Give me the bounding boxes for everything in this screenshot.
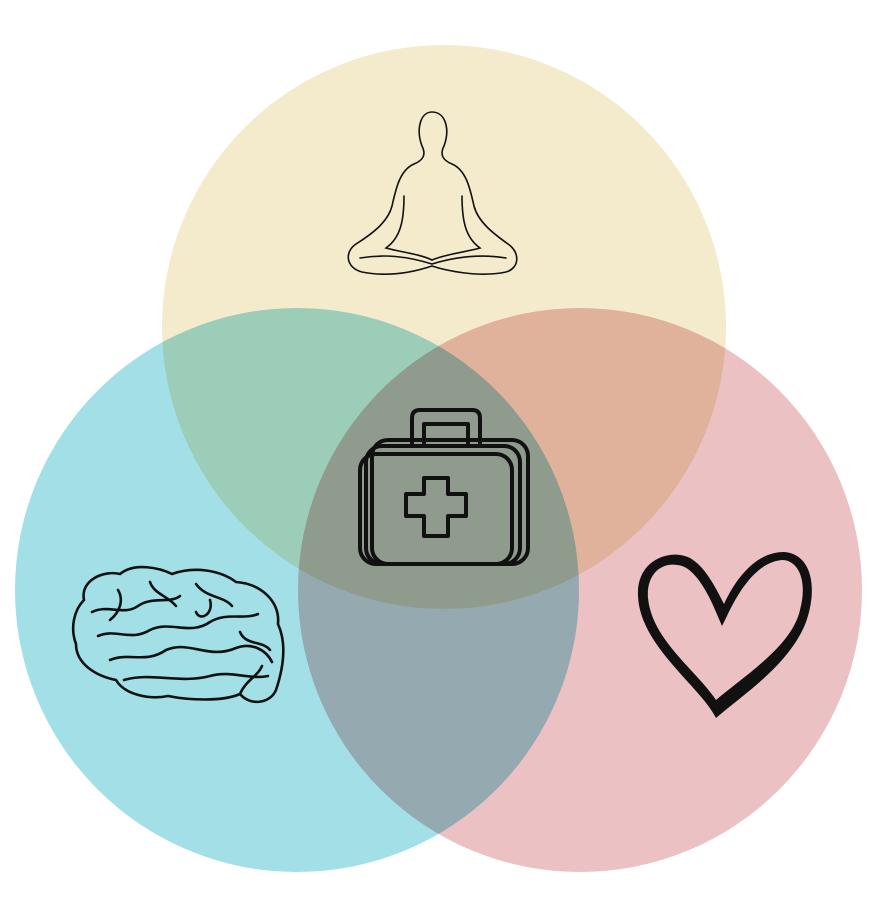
circle-right-heart bbox=[298, 308, 862, 872]
venn-circles bbox=[15, 45, 862, 872]
heart-icon bbox=[637, 552, 812, 718]
medical-kit-icon bbox=[358, 408, 530, 566]
brain-icon bbox=[71, 565, 285, 704]
meditation-icon bbox=[347, 111, 518, 275]
